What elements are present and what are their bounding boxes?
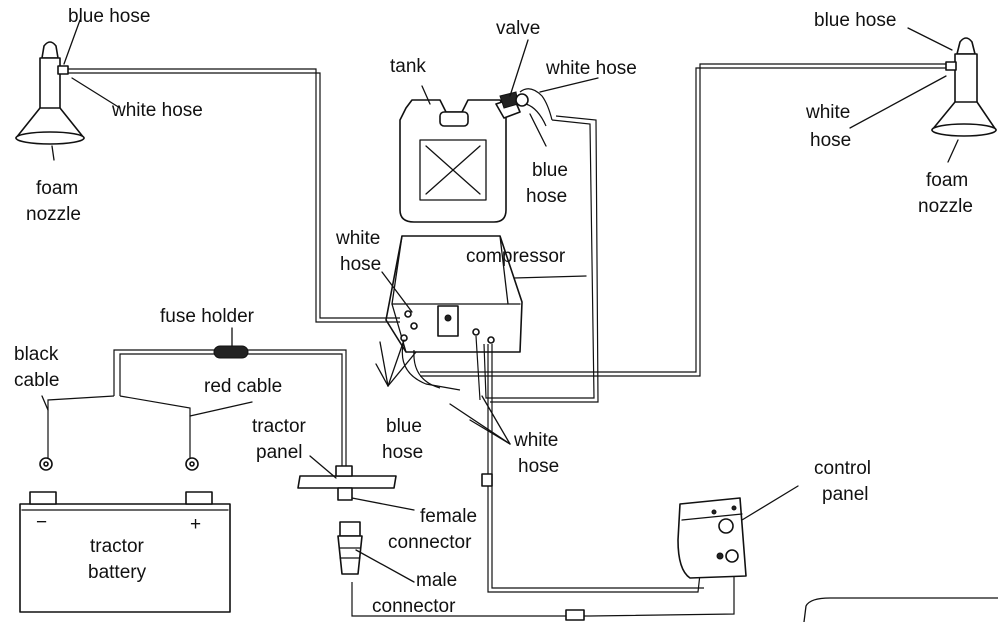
label-tractor-battery: tractor — [90, 536, 145, 557]
label-white-hose-bottom-2: hose — [518, 456, 559, 477]
battery-plus-sign: + — [190, 514, 201, 535]
label-red-cable: red cable — [204, 376, 282, 397]
label-tractor-panel: tractor — [252, 416, 307, 437]
label-white-hose-right: white — [805, 102, 850, 123]
compressor — [385, 235, 523, 353]
label-white-hose-compressor: white — [335, 228, 380, 249]
leader-lines — [41, 19, 959, 583]
labels: blue hose white hose foam nozzle tank va… — [14, 6, 973, 617]
label-blue-hose-bottom-2: hose — [382, 442, 423, 463]
male-connector — [337, 521, 363, 575]
label-white-hose-valve: white hose — [545, 58, 637, 79]
label-foam-nozzle-right: foam — [926, 170, 968, 191]
label-blue-hose-bottom: blue — [386, 416, 422, 437]
label-black-cable: black — [14, 344, 59, 365]
foam-nozzle-right — [931, 37, 997, 137]
label-blue-hose-right: blue hose — [814, 10, 896, 31]
control-panel — [677, 497, 747, 579]
label-blue-hose-left: blue hose — [68, 6, 150, 27]
foam-nozzle-left — [15, 41, 85, 145]
label-control-panel: control — [814, 458, 871, 479]
hoses — [68, 63, 946, 621]
frame-edge — [803, 597, 998, 622]
label-blue-hose-valve: blue — [532, 160, 568, 181]
label-white-hose-left: white hose — [111, 100, 203, 121]
fuse-holder — [213, 345, 249, 359]
label-foam-nozzle-left: foam — [36, 178, 78, 199]
label-white-hose-right-2: hose — [810, 130, 851, 151]
label-male-connector: male — [416, 570, 457, 591]
label-female-connector-2: connector — [388, 532, 472, 553]
battery-minus-sign: − — [36, 512, 47, 533]
label-black-cable-2: cable — [14, 370, 59, 391]
label-female-connector: female — [420, 506, 477, 527]
label-foam-nozzle-right-2: nozzle — [918, 196, 973, 217]
label-foam-nozzle-left-2: nozzle — [26, 204, 81, 225]
label-tractor-panel-2: panel — [256, 442, 303, 463]
label-fuse-holder: fuse holder — [160, 306, 255, 327]
tractor-panel — [297, 465, 397, 501]
label-control-panel-2: panel — [822, 484, 869, 505]
label-tank: tank — [390, 56, 426, 77]
label-male-connector-2: connector — [372, 596, 456, 617]
tractor-battery — [19, 491, 231, 613]
tank — [399, 97, 521, 223]
label-blue-hose-valve-2: hose — [526, 186, 567, 207]
label-valve: valve — [496, 18, 540, 39]
valve — [499, 88, 553, 127]
label-compressor: compressor — [466, 246, 566, 267]
label-white-hose-bottom: white — [513, 430, 558, 451]
label-white-hose-compressor-2: hose — [340, 254, 381, 275]
label-tractor-battery-2: battery — [88, 562, 147, 583]
